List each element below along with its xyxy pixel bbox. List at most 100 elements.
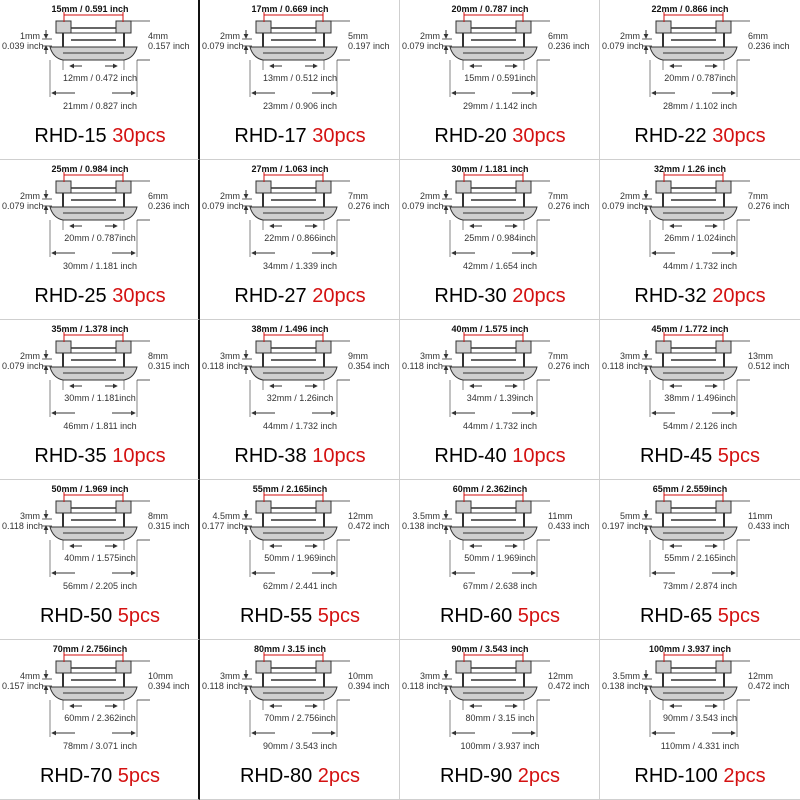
height-inch: 0.157 inch [148,41,190,51]
height-mm: 7mm [348,191,368,201]
grommet-cross-section-icon [442,172,550,257]
flange-thickness-mm: 2mm [220,31,240,41]
inner-diameter-label: 20mm / 0.787inch [664,73,736,83]
flange-thickness-inch: 0.079 inch [402,201,444,211]
model-name: RHD-32 [634,285,707,307]
model-name: RHD-50 [39,605,113,627]
height-mm: 11mm [548,511,573,521]
quantity: 30pcs [112,125,166,147]
inner-diameter-label: 13mm / 0.512 inch [262,73,338,83]
outer-diameter-label: 100mm / 3.937 inch [460,741,540,751]
top-diameter-label: 20mm / 0.787 inch [451,4,529,14]
outer-diameter-label: 46mm / 1.811 inch [63,421,137,431]
model-name: RHD-20 [434,125,507,147]
grommet-cross-section-icon [442,332,550,417]
flange-thickness-mm: 3mm [620,351,640,361]
inner-diameter-label: 70mm / 2.756inch [264,713,336,723]
flange-thickness-inch: 0.197 inch [602,521,644,531]
height-inch: 0.472 inch [748,681,790,691]
model-quantity-label: RHD-80 2pcs [200,764,400,788]
model-quantity-label: RHD-25 30pcs [0,284,200,308]
height-inch: 0.315 inch [148,361,190,371]
inner-diameter-label: 55mm / 2.165inch [664,553,736,563]
model-quantity-label: RHD-38 10pcs [200,444,400,468]
top-diameter-label: 40mm / 1.575 inch [451,324,529,334]
height-mm: 6mm [548,31,568,41]
model-name: RHD-35 [34,445,107,467]
flange-thickness-inch: 0.079 inch [202,201,244,211]
flange-thickness-inch: 0.079 inch [2,361,44,371]
height-mm: 5mm [348,31,368,41]
model-name: RHD-45 [639,445,713,467]
model-name: RHD-70 [39,765,113,787]
height-mm: 12mm [748,671,774,681]
model-quantity-label: RHD-70 5pcs [0,764,200,788]
top-diameter-label: 15mm / 0.591 inch [51,4,129,14]
model-name: RHD-55 [239,605,313,627]
quantity: 20pcs [312,285,366,307]
height-mm: 12mm [548,671,574,681]
flange-thickness-inch: 0.079 inch [602,41,644,51]
grommet-cross-section-icon [242,652,350,737]
model-quantity-label: RHD-60 5pcs [400,604,600,628]
flange-thickness-mm: 4.5mm [212,511,240,521]
flange-thickness-inch: 0.118 inch [402,681,443,691]
model-quantity-label: RHD-15 30pcs [0,124,200,148]
grommet-cross-section-icon [42,12,150,97]
height-mm: 8mm [148,511,168,521]
height-mm: 6mm [748,31,768,41]
outer-diameter-label: 30mm / 1.181 inch [62,261,138,271]
top-diameter-label: 55mm / 2.165inch [252,484,328,494]
quantity: 10pcs [312,445,366,467]
top-diameter-label: 38mm / 1.496 inch [251,324,329,334]
height-inch: 0.394 inch [348,681,390,691]
model-name: RHD-38 [234,445,307,467]
model-name: RHD-15 [34,125,107,147]
height-inch: 0.354 inch [348,361,390,371]
model-quantity-label: RHD-17 30pcs [200,124,400,148]
inner-diameter-label: 34mm / 1.39inch [466,393,534,403]
height-inch: 0.236 inch [748,41,790,51]
flange-thickness-mm: 2mm [220,191,240,201]
quantity: 30pcs [312,125,366,147]
model-name: RHD-25 [34,285,107,307]
quantity: 30pcs [712,125,766,147]
quantity: 20pcs [512,285,566,307]
model-name: RHD-30 [434,285,507,307]
outer-diameter-label: 110mm / 4.331 inch [660,741,740,751]
inner-diameter-label: 25mm / 0.984inch [464,233,536,243]
grommet-cross-section-icon [242,12,350,97]
top-diameter-label: 80mm / 3.15 inch [253,644,327,654]
height-mm: 10mm [148,671,174,681]
flange-thickness-mm: 2mm [620,31,640,41]
height-inch: 0.197 inch [348,41,390,51]
height-inch: 0.315 inch [148,521,190,531]
flange-thickness-inch: 0.079 inch [402,41,444,51]
quantity: 2pcs [723,765,766,787]
quantity: 5pcs [317,605,361,627]
grommet-cross-section-icon [42,172,150,257]
model-name: RHD-90 [439,765,513,787]
model-quantity-label: RHD-100 2pcs [600,764,800,788]
grommet-cross-section-icon [442,492,550,577]
outer-diameter-label: 44mm / 1.732 inch [662,261,738,271]
model-quantity-label: RHD-50 5pcs [0,604,200,628]
grommet-cross-section-icon [42,652,150,737]
model-name: RHD-80 [239,765,313,787]
top-diameter-label: 70mm / 2.756inch [52,644,128,654]
